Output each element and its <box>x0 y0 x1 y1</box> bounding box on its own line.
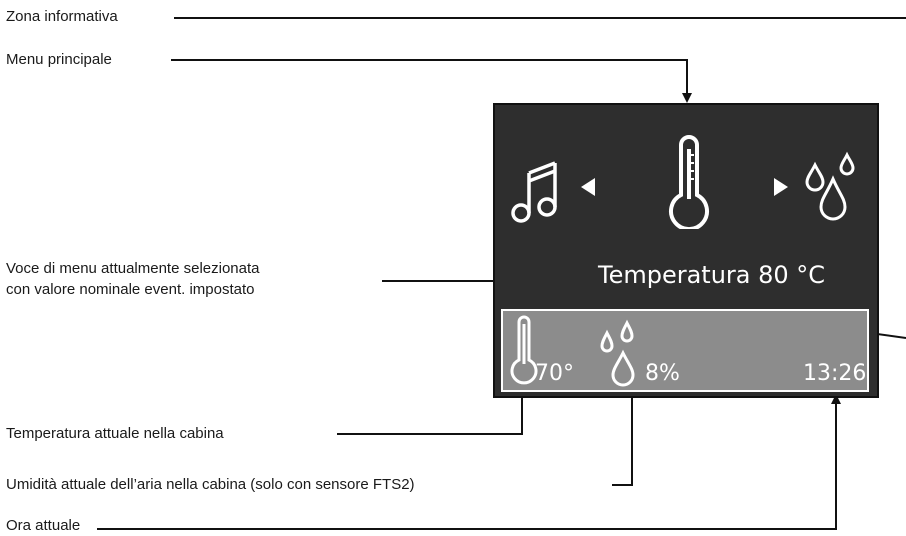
arrow-right-icon[interactable] <box>774 178 788 196</box>
umidita-leader <box>612 382 637 486</box>
label-zona-informativa: Zona informativa <box>6 8 118 25</box>
thermometer-small-icon <box>510 315 538 385</box>
current-time: 13:26 <box>803 361 867 386</box>
music-note-icon[interactable] <box>507 159 567 225</box>
menu-principale-leader <box>171 59 692 103</box>
info-zone: 70° 8% 13:26 <box>501 309 869 392</box>
humidity-drops-icon[interactable] <box>803 151 863 223</box>
label-voce-menu-line2: con valore nominale event. impostato <box>6 281 255 298</box>
thermometer-icon[interactable] <box>667 135 711 229</box>
sauna-display: Temperatura 80 °C 70° 8% 13:26 <box>493 103 879 398</box>
label-ora-attuale: Ora attuale <box>6 517 81 534</box>
label-voce-menu-line1: Voce di menu attualmente selezionata <box>6 260 260 277</box>
humidity-small-icon <box>600 319 635 387</box>
label-menu-principale: Menu principale <box>6 51 112 68</box>
current-temperature: 70° <box>535 361 574 386</box>
current-humidity: 8% <box>645 361 680 386</box>
label-temperatura-attuale: Temperatura attuale nella cabina <box>6 425 224 442</box>
ora-leader <box>97 394 841 530</box>
label-umidita-attuale: Umidità attuale dell’aria nella cabina (… <box>6 476 415 493</box>
temperatura-leader <box>337 380 527 435</box>
arrow-left-icon[interactable] <box>581 178 595 196</box>
selected-menu-item: Temperatura 80 °C <box>598 261 826 289</box>
